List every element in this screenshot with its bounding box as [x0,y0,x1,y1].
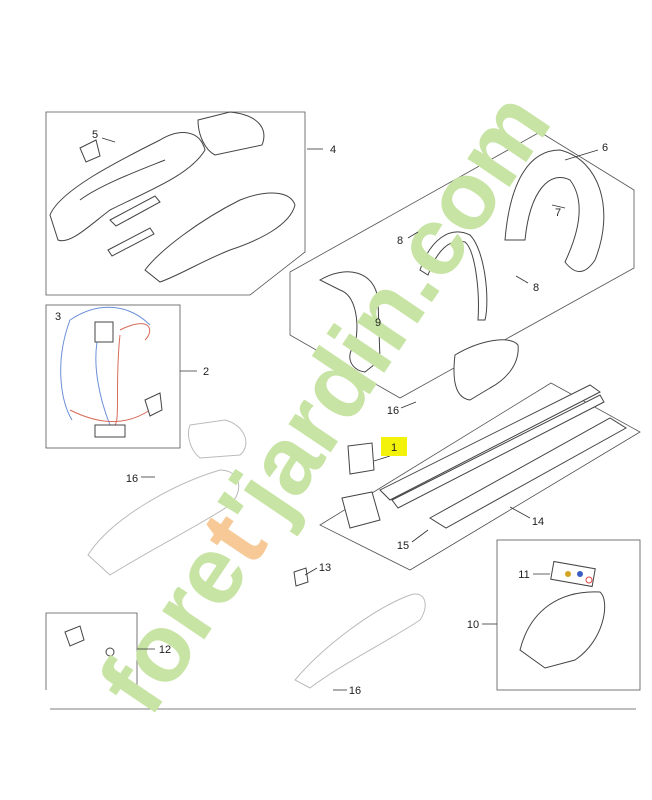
callout-10[interactable]: 10 [467,619,479,631]
callout-3[interactable]: 3 [55,311,61,323]
gear-housing-part[interactable] [341,491,381,529]
callout-16-c[interactable]: 16 [349,685,361,697]
callout-8-b[interactable]: 8 [533,282,539,294]
blade-guard-part[interactable] [429,417,627,529]
callout-11[interactable]: 11 [518,569,529,581]
group-box-12 [45,612,138,690]
handle-part-10[interactable] [519,591,606,669]
info-symbol-icon [577,571,583,577]
group-box-2 [45,304,181,449]
nut-12-part[interactable] [105,647,115,657]
leader-lines [101,137,599,691]
callout-16-a[interactable]: 16 [387,405,399,417]
callout-1-highlight [381,437,407,456]
switch-13-part[interactable] [293,567,309,587]
cover-faint-part [187,419,247,459]
prohibition-symbol-icon [585,576,593,584]
callout-5[interactable]: 5 [92,129,98,141]
callout-13[interactable]: 13 [319,562,331,574]
clip-12-part[interactable] [64,625,85,647]
plate-5-part[interactable] [79,139,101,163]
housing-assembly-part [87,469,240,576]
motor-part[interactable] [347,442,375,475]
group-box-4 [45,111,306,296]
front-handle-part[interactable] [504,149,605,272]
callout-9[interactable]: 9 [375,317,381,329]
warning-symbol-icon [565,571,571,577]
group-box-14 [319,382,641,571]
housing-right-faint-part [294,593,426,689]
cover-part[interactable] [197,111,265,156]
label-11-part[interactable] [550,560,596,588]
callout-12[interactable]: 12 [159,644,171,656]
strip-part-2[interactable] [107,227,155,257]
wiring-harness-part[interactable] [60,306,163,438]
callout-8[interactable]: 8 [397,235,403,247]
callout-2[interactable]: 2 [203,366,209,378]
callout-15[interactable]: 15 [397,540,409,552]
blade-part[interactable] [379,384,605,509]
callout-1[interactable]: 1 [391,442,397,454]
housing-left-part[interactable] [49,132,206,242]
guard-part[interactable] [453,339,519,401]
strip-part[interactable] [109,195,161,227]
bow-handle-part[interactable] [419,231,488,321]
callout-7[interactable]: 7 [555,207,561,219]
group-box-10 [496,539,641,691]
callout-14[interactable]: 14 [532,516,544,528]
group-box-6 [289,131,635,399]
housing-right-part[interactable] [144,192,296,283]
handle-bracket-part[interactable] [318,271,381,373]
callout-4[interactable]: 4 [330,144,336,156]
callout-6[interactable]: 6 [602,142,608,154]
callout-16-b[interactable]: 16 [126,473,138,485]
